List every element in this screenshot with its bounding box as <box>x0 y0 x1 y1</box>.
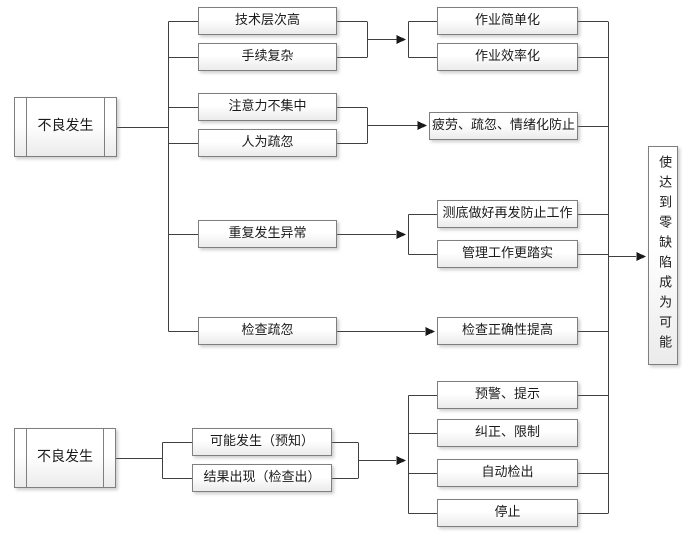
connector-lines <box>116 21 636 514</box>
arrowhead <box>396 35 406 44</box>
node-cause-human-error: 人为疏忽 <box>198 129 337 157</box>
arrowhead <box>396 456 406 465</box>
node-goal-zero-defect: 使达到零缺陷成为可能 <box>648 146 678 365</box>
node-detection-result-found: 结果出现（检查出） <box>192 464 332 492</box>
double-border-right <box>104 98 105 156</box>
double-border-left <box>26 429 27 487</box>
node-action-warning-prompt: 预警、提示 <box>437 381 578 409</box>
node-label: 不良发生 <box>37 449 93 466</box>
node-cause-complex-procedure: 手续复杂 <box>198 43 337 71</box>
node-source-bottom: 不良发生 <box>14 428 116 488</box>
node-action-correct-restrict: 纠正、限制 <box>437 419 578 447</box>
node-effect-efficient-work: 作业效率化 <box>437 43 578 71</box>
node-effect-solid-management: 管理工作更踏实 <box>437 240 578 268</box>
arrowheads <box>396 35 646 465</box>
arrowhead <box>417 121 427 130</box>
node-cause-tech-level: 技术层次高 <box>198 7 337 35</box>
node-cause-inattention: 注意力不集中 <box>198 93 337 121</box>
arrowhead <box>396 230 406 239</box>
node-detection-predicted: 可能发生（预知） <box>192 428 332 456</box>
node-effect-fatigue-prevention: 疲劳、疏忽、情绪化防止 <box>429 112 578 140</box>
double-border-right <box>103 429 104 487</box>
node-label: 不良发生 <box>37 118 94 135</box>
node-effect-simplify-work: 作业简单化 <box>437 7 578 35</box>
node-source-top: 不良发生 <box>14 97 117 157</box>
node-cause-inspection-negligence: 检查疏忽 <box>198 317 337 345</box>
node-cause-recurring-abnormality: 重复发生异常 <box>198 220 337 248</box>
node-action-auto-detect: 自动检出 <box>437 459 578 487</box>
node-effect-inspection-accuracy: 检查正确性提高 <box>437 317 578 345</box>
node-action-stop: 停止 <box>437 499 578 527</box>
node-effect-recurrence-prevention: 测底做好再发防止工作 <box>437 200 578 228</box>
double-border-left <box>26 98 27 156</box>
arrowhead <box>425 327 435 336</box>
arrowhead <box>636 252 646 261</box>
